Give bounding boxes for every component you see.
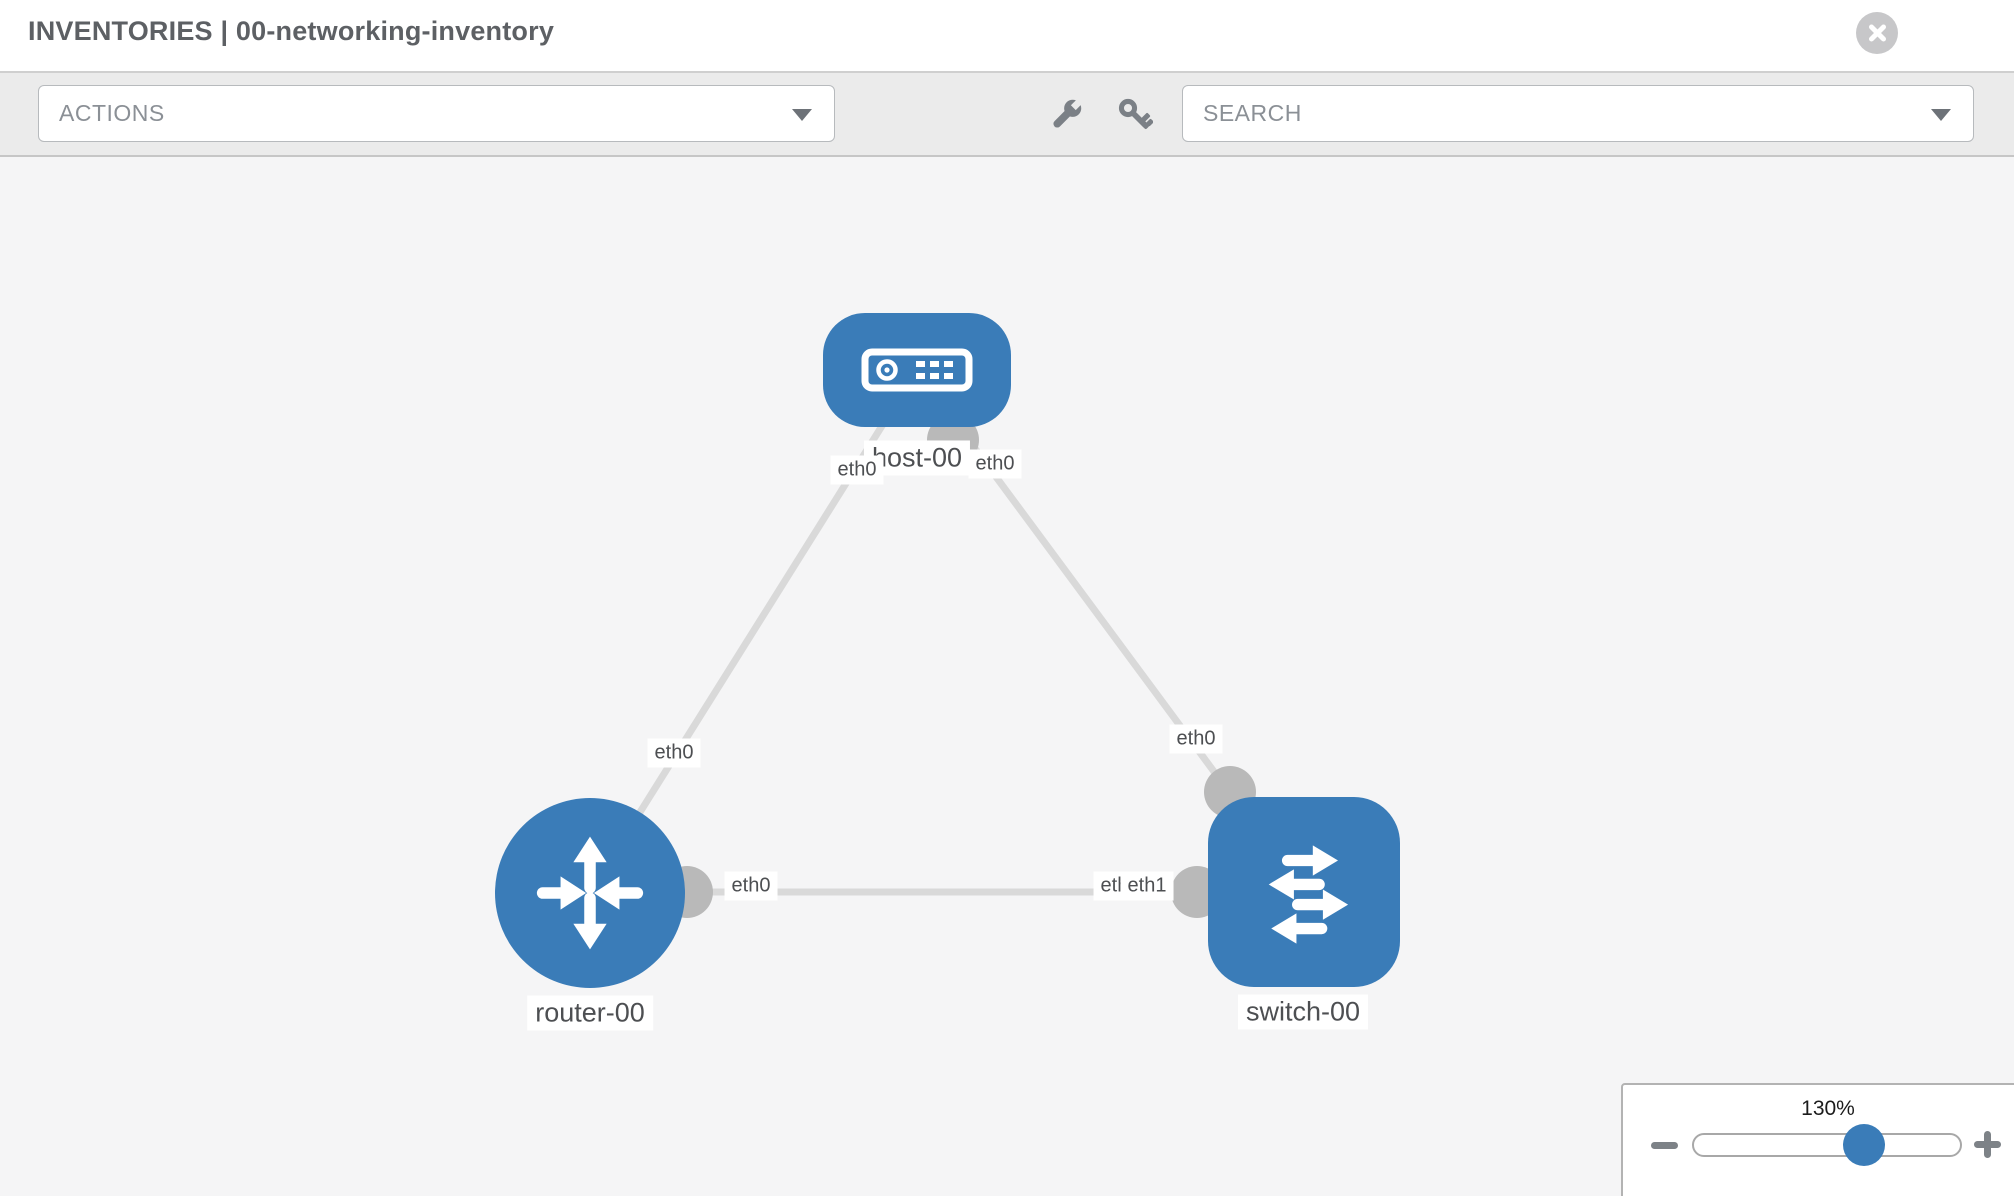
- search-dropdown[interactable]: SEARCH: [1182, 85, 1974, 142]
- chevron-down-icon: [1931, 109, 1951, 121]
- key-icon[interactable]: [1117, 97, 1153, 133]
- close-icon[interactable]: [1856, 12, 1898, 54]
- router-icon: [536, 836, 644, 950]
- interface-label-eth0: eth0: [1169, 724, 1223, 754]
- plus-icon-bar: [1984, 1131, 1991, 1158]
- node-label-router-00: router-00: [527, 995, 653, 1031]
- node-switch-00[interactable]: [1208, 797, 1400, 987]
- interface-label-eth0: eth0: [724, 871, 778, 901]
- topology-links: [587, 367, 1306, 896]
- interface-label-eth0: eth0: [968, 449, 1022, 479]
- interface-label-eth1: eth1: [1120, 871, 1174, 901]
- interface-label-eth0: eth0: [830, 455, 884, 485]
- topology-canvas[interactable]: host-00 router-00 switch-00 eth0 eth0 et…: [0, 157, 2014, 1196]
- zoom-in-plus-icon[interactable]: [1974, 1131, 2001, 1158]
- zoom-control-panel: 130%: [1621, 1083, 2014, 1196]
- node-router-00[interactable]: [495, 798, 685, 988]
- actions-dropdown-label: ACTIONS: [59, 100, 165, 126]
- host-icon: [861, 348, 973, 392]
- zoom-level-value: 130%: [1801, 1097, 1855, 1120]
- interface-label-eth0: eth0: [647, 738, 701, 768]
- actions-dropdown[interactable]: ACTIONS: [38, 85, 835, 142]
- panel-header: INVENTORIES | 00-networking-inventory: [0, 0, 2014, 73]
- wrench-icon[interactable]: [1048, 97, 1084, 133]
- zoom-slider-handle[interactable]: [1843, 1124, 1885, 1166]
- search-input-placeholder: SEARCH: [1203, 100, 1302, 126]
- node-label-switch-00: switch-00: [1237, 994, 1369, 1030]
- toolbar: ACTIONS SEARCH: [0, 73, 2014, 157]
- zoom-slider-track[interactable]: [1692, 1133, 1962, 1157]
- node-host-00[interactable]: [823, 313, 1011, 427]
- page-title: INVENTORIES | 00-networking-inventory: [28, 16, 555, 46]
- chevron-down-icon: [792, 109, 812, 121]
- switch-icon: [1268, 845, 1349, 944]
- zoom-out-minus-icon[interactable]: [1651, 1142, 1678, 1149]
